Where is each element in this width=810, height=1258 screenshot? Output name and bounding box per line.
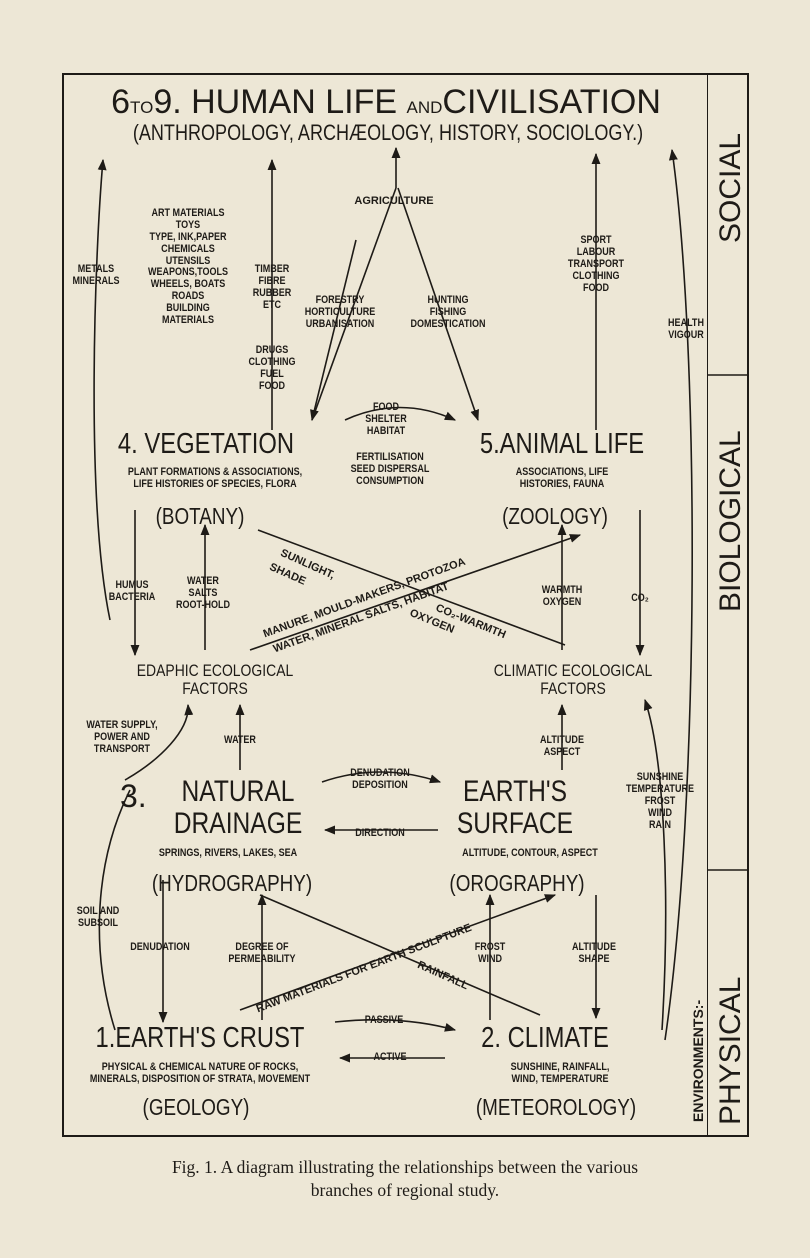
arrow-forestry-down bbox=[310, 239, 357, 422]
frost-wind-list: FROST WIND bbox=[474, 941, 506, 965]
passive-label: PASSIVE bbox=[364, 1014, 404, 1026]
altitude-shape-list: ALTITUDE SHAPE bbox=[572, 941, 616, 965]
arrow-food-shelter bbox=[344, 406, 457, 421]
metals-list: METALS MINERALS bbox=[72, 263, 120, 287]
animal-subtitle: ASSOCIATIONS, LIFE HISTORIES, FAUNA bbox=[515, 466, 609, 490]
physical-label: PHYSICAL bbox=[714, 976, 747, 1125]
natural-drainage-number: 3. bbox=[120, 778, 147, 814]
edaphic-factors: EDAPHIC ECOLOGICAL FACTORS bbox=[136, 661, 294, 699]
geology-label: (GEOLOGY) bbox=[142, 1094, 250, 1120]
natural-drainage-title: NATURAL DRAINAGE bbox=[173, 775, 303, 840]
meteorology-label: (METEOROLOGY) bbox=[475, 1094, 637, 1120]
arrow-manure-diag bbox=[249, 534, 582, 651]
human-life-subtitle: (ANTHROPOLOGY, ARCHÆOLOGY, HISTORY, SOCI… bbox=[132, 120, 644, 145]
arrow-sunlight-diag bbox=[257, 529, 566, 646]
diagram-frame bbox=[62, 73, 749, 1137]
human-life-title: 6TO9. HUMAN LIFE ANDCIVILISATION bbox=[111, 85, 661, 119]
water-salts-list: WATER SALTS ROOT-HOLD bbox=[175, 575, 231, 611]
title-part: CIVILISATION bbox=[442, 83, 661, 121]
arrow-agriculture-right bbox=[397, 187, 479, 422]
arrow-soil-up bbox=[98, 789, 131, 1031]
zoology-label: (ZOOLOGY) bbox=[502, 503, 608, 529]
arrow-water-supply bbox=[124, 703, 194, 781]
sport-list: SPORT LABOUR TRANSPORT CLOTHING FOOD bbox=[567, 234, 625, 294]
environments-label: ENVIRONMENTS:- bbox=[690, 999, 706, 1122]
title-part: 9. HUMAN LIFE bbox=[153, 83, 398, 121]
caption-line: branches of regional study. bbox=[310, 1179, 500, 1200]
drugs-list: DRUGS CLOTHING FUEL FOOD bbox=[248, 344, 296, 392]
earths-crust-subtitle: PHYSICAL & CHEMICAL NATURE OF ROCKS, MIN… bbox=[89, 1061, 311, 1085]
figure-caption: Fig. 1. A diagram illustrating the relat… bbox=[0, 1156, 810, 1202]
earths-surface-subtitle: ALTITUDE, CONTOUR, ASPECT bbox=[462, 847, 598, 859]
arrow-health-up bbox=[664, 148, 693, 1041]
climate-subtitle: SUNSHINE, RAINFALL, WIND, TEMPERATURE bbox=[510, 1061, 610, 1085]
hunting-list: HUNTING FISHING DOMESTICATION bbox=[410, 294, 486, 330]
agriculture-label: AGRICULTURE bbox=[354, 195, 434, 207]
arrow-agriculture-left bbox=[311, 187, 397, 421]
water-supply-list: WATER SUPPLY, POWER AND TRANSPORT bbox=[86, 719, 158, 755]
arrow-raw-materials bbox=[239, 894, 557, 1011]
earths-surface-title: EARTH'S SURFACE bbox=[456, 775, 574, 840]
arrow-denudation-dep bbox=[321, 771, 442, 784]
title-part: AND bbox=[406, 98, 443, 117]
altitude-aspect-list: ALTITUDE ASPECT bbox=[540, 734, 584, 758]
title-part: 6 bbox=[111, 83, 130, 121]
direction-label: DIRECTION bbox=[355, 827, 405, 839]
health-list: HEALTH VIGOUR bbox=[668, 317, 704, 341]
orography-label: (OROGRAPHY) bbox=[449, 870, 585, 896]
climatic-factors: CLIMATIC ECOLOGICAL FACTORS bbox=[493, 661, 653, 699]
denudation-label: DENUDATION bbox=[130, 941, 190, 953]
biological-label: BIOLOGICAL bbox=[714, 430, 747, 612]
environments-divider bbox=[707, 73, 708, 1137]
sunshine-list: SUNSHINE TEMPERATURE FROST WIND RAIN bbox=[626, 771, 694, 831]
earths-crust-title: 1.EARTH'S CRUST bbox=[95, 1022, 305, 1054]
animal-life-title: 5.ANIMAL LIFE bbox=[479, 428, 645, 460]
natural-drainage-subtitle: SPRINGS, RIVERS, LAKES, SEA bbox=[158, 847, 298, 859]
arrow-metals-up bbox=[93, 158, 111, 621]
botany-label: (BOTANY) bbox=[155, 503, 245, 529]
caption-line: Fig. 1. A diagram illustrating the relat… bbox=[171, 1157, 639, 1177]
forestry-list: FORESTRY HORTICULTURE URBANISATION bbox=[304, 294, 376, 330]
social-label: SOCIAL bbox=[714, 132, 747, 243]
title-part: TO bbox=[130, 98, 154, 117]
warmth-oxygen-list: WARMTH OXYGEN bbox=[541, 584, 583, 608]
soil-subsoil-list: SOIL AND SUBSOIL bbox=[76, 905, 120, 929]
water-label: WATER bbox=[224, 734, 256, 746]
arrow-rainfall bbox=[259, 894, 541, 1016]
active-label: ACTIVE bbox=[373, 1051, 407, 1063]
fertilisation-list: FERTILISATION SEED DISPERSAL CONSUMPTION bbox=[350, 451, 430, 487]
art-materials-list: ART MATERIALS TOYS TYPE, INK,PAPER CHEMI… bbox=[147, 207, 229, 326]
permeability-list: DEGREE OF PERMEABILITY bbox=[228, 941, 296, 965]
food-shelter-list: FOOD SHELTER HABITAT bbox=[365, 401, 407, 437]
humus-list: HUMUS BACTERIA bbox=[108, 579, 156, 603]
vegetation-subtitle: PLANT FORMATIONS & ASSOCIATIONS, LIFE HI… bbox=[127, 466, 303, 490]
arrow-passive bbox=[334, 1018, 457, 1032]
climate-title: 2. CLIMATE bbox=[481, 1022, 609, 1054]
timber-list: TIMBER FIBRE RUBBER ETC bbox=[252, 263, 292, 311]
co2-label: CO₂ bbox=[631, 592, 649, 604]
denudation-deposition: DENUDATION DEPOSITION bbox=[350, 767, 410, 791]
hydrography-label: (HYDROGRAPHY) bbox=[151, 870, 313, 896]
vegetation-title: 4. VEGETATION bbox=[117, 428, 295, 460]
arrow-sunshine-up bbox=[643, 698, 667, 1031]
